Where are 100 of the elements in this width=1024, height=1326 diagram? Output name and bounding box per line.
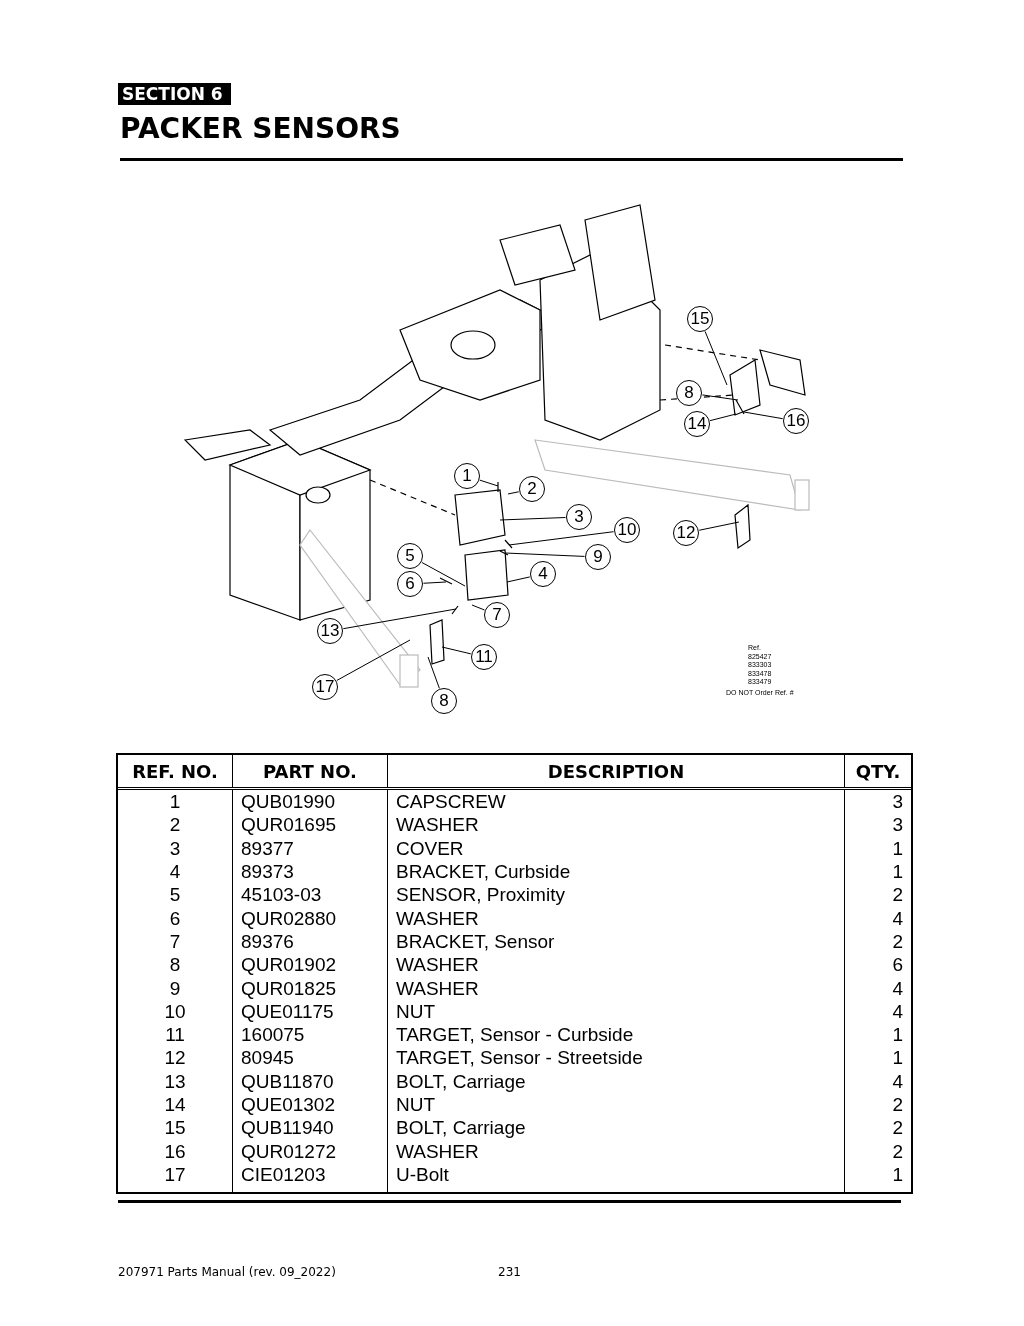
table-cell: WASHER	[387, 906, 845, 930]
table-cell: 80945	[232, 1046, 388, 1070]
callout-number: 12	[673, 520, 699, 546]
callout-number: 16	[783, 408, 809, 434]
leader-line	[504, 552, 585, 557]
table-cell: QUR01902	[232, 953, 388, 977]
table-cell: 1	[844, 1022, 911, 1047]
table-cell: 9	[118, 976, 233, 1000]
table-cell: 1	[844, 1162, 911, 1193]
callout-number: 9	[585, 544, 611, 570]
table-cell: 4	[844, 906, 911, 930]
leader-line	[507, 491, 520, 495]
callout-number: 11	[471, 644, 497, 670]
table-cell: CIE01203	[232, 1162, 388, 1193]
table-cell: 2	[844, 883, 911, 907]
leader-line	[342, 608, 457, 630]
table-cell: 10	[118, 999, 233, 1023]
table-cell: QUB11870	[232, 1069, 388, 1093]
table-cell: WASHER	[387, 1139, 845, 1163]
table-cell: 1	[844, 1046, 911, 1070]
leader-line	[441, 646, 472, 655]
leader-line	[506, 576, 531, 583]
table-cell: 11	[118, 1022, 233, 1047]
table-cell: 45103-03	[232, 883, 388, 907]
table-cell: 15	[118, 1116, 233, 1140]
table-cell: 6	[118, 906, 233, 930]
table-cell: 160075	[232, 1022, 388, 1047]
table-cell: 12	[118, 1046, 233, 1070]
column-header: DESCRIPTION	[387, 755, 845, 789]
table-cell: 89373	[232, 859, 388, 884]
table-cell: TARGET, Sensor - Curbside	[387, 1022, 845, 1047]
table-cell: 1	[118, 788, 233, 814]
callout-number: 10	[614, 517, 640, 543]
table-cell: 17	[118, 1162, 233, 1193]
table-cell: WASHER	[387, 953, 845, 977]
table-cell: TARGET, Sensor - Streetside	[387, 1046, 845, 1070]
table-cell: 4	[844, 976, 911, 1000]
table-cell: 13	[118, 1069, 233, 1093]
table-cell: CAPSCREW	[387, 788, 845, 814]
leader-line	[508, 531, 615, 546]
table-cell: QUB11940	[232, 1116, 388, 1140]
table-cell: 6	[844, 953, 911, 977]
callout-number: 6	[397, 571, 423, 597]
footer-text: 207971 Parts Manual (rev. 09_2022)	[118, 1265, 336, 1279]
table-cell: 8	[118, 953, 233, 977]
section-tag: SECTION 6	[118, 83, 231, 105]
callout-number: 2	[519, 476, 545, 502]
table-cell: 4	[844, 999, 911, 1023]
page-number: 231	[498, 1265, 521, 1279]
leader-line	[704, 331, 728, 386]
table-cell: WASHER	[387, 813, 845, 837]
table-cell: 7	[118, 929, 233, 954]
leader-line	[421, 561, 466, 587]
table-cell: 1	[844, 836, 911, 860]
callout-number: 3	[566, 504, 592, 530]
table-cell: 2	[844, 1092, 911, 1117]
table-cell: 16	[118, 1139, 233, 1163]
leader-line	[743, 411, 784, 420]
table-cell: 89377	[232, 836, 388, 860]
table-cell: NUT	[387, 999, 845, 1023]
table-cell: 14	[118, 1092, 233, 1117]
table-cell: 3	[844, 788, 911, 814]
column-header: QTY.	[844, 755, 911, 789]
table-cell: 5	[118, 883, 233, 907]
table-cell: QUR01825	[232, 976, 388, 1000]
table-cell: QUE01302	[232, 1092, 388, 1117]
leader-line	[709, 413, 737, 422]
page-title: PACKER SENSORS	[120, 112, 401, 145]
table-cell: 2	[844, 929, 911, 954]
table-cell: 89376	[232, 929, 388, 954]
table-cell: BOLT, Carriage	[387, 1069, 845, 1093]
leader-line	[701, 394, 739, 401]
leader-line	[423, 581, 447, 584]
callout-number: 5	[397, 543, 423, 569]
table-cell: COVER	[387, 836, 845, 860]
leader-line	[499, 517, 566, 521]
table-cell: BOLT, Carriage	[387, 1116, 845, 1140]
table-cell: 2	[844, 1139, 911, 1163]
table-cell: 4	[118, 859, 233, 884]
callout-number: 17	[312, 674, 338, 700]
leader-line	[698, 521, 740, 531]
callout-number: 4	[530, 561, 556, 587]
table-cell: U-Bolt	[387, 1162, 845, 1193]
leader-line	[471, 604, 485, 611]
table-cell: BRACKET, Curbside	[387, 859, 845, 884]
leader-line	[479, 479, 499, 487]
leader-line	[336, 639, 411, 681]
leader-line	[427, 656, 440, 689]
table-cell: 1	[844, 859, 911, 884]
table-cell: QUR02880	[232, 906, 388, 930]
callout-number: 13	[317, 618, 343, 644]
table-cell: WASHER	[387, 976, 845, 1000]
callout-number: 14	[684, 411, 710, 437]
table-cell: 2	[844, 1116, 911, 1140]
table-cell: 2	[118, 813, 233, 837]
callout-number: 7	[484, 602, 510, 628]
table-cell: BRACKET, Sensor	[387, 929, 845, 954]
callout-number: 15	[687, 306, 713, 332]
table-cell: QUE01175	[232, 999, 388, 1023]
callout-number: 8	[676, 380, 702, 406]
